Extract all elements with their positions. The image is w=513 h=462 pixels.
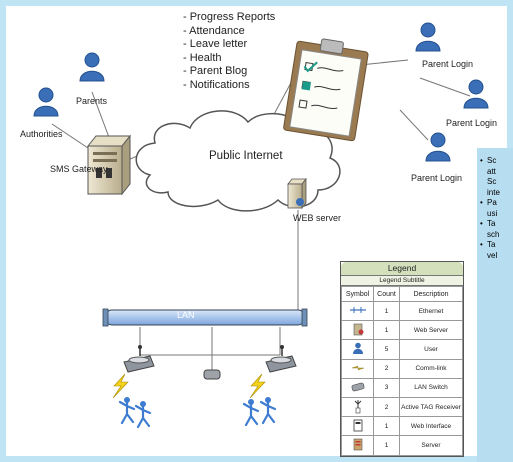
- legend-description: LAN Switch: [399, 377, 463, 398]
- user-icon: [352, 342, 363, 354]
- public-internet-label: Public Internet: [209, 150, 283, 162]
- legend-row: 1 Server: [341, 435, 463, 456]
- authorities-user-icon: [33, 87, 59, 117]
- legend-table: Symbol Count Description 1 Ethernet 1 We…: [341, 286, 463, 456]
- web-server-icon: [287, 177, 307, 210]
- web-server-label: WEB server: [293, 213, 342, 223]
- note-line: inte: [487, 187, 500, 197]
- parent-login-label: Parent Login: [411, 173, 463, 183]
- legend-row: 5 User: [341, 339, 463, 360]
- legend-count: 1: [373, 300, 400, 322]
- feature-item: - Attendance: [183, 24, 245, 37]
- parent-login-label: Parent Login: [422, 59, 474, 69]
- parents-user-icon: [79, 52, 105, 82]
- legend-description: Active TAG Receiver: [399, 396, 463, 418]
- notes-panel: Sc att Sc inte Pa usi Ta sch Ta vel: [477, 148, 513, 462]
- legend-count: 1: [373, 416, 400, 437]
- note-line: Ta: [477, 219, 513, 230]
- student-icon: [242, 397, 260, 427]
- lan-label: LAN: [177, 310, 195, 320]
- legend-count: 1: [373, 435, 400, 456]
- legend-row: 1 Ethernet: [341, 300, 463, 322]
- legend-description: Comm-link: [399, 358, 463, 379]
- sms-gateway-server-icon: [86, 134, 132, 196]
- sms-gateway-label: SMS Gateway: [50, 164, 108, 174]
- feature-item: - Health: [183, 51, 222, 64]
- parent-login-user-icon: [463, 79, 489, 109]
- feature-item: - Progress Reports: [183, 11, 276, 23]
- parents-label: Parents: [76, 96, 108, 106]
- note-line: vel: [487, 250, 498, 260]
- legend-count: 2: [373, 358, 400, 379]
- legend-description: User: [399, 339, 463, 360]
- legend-count: 2: [373, 396, 400, 418]
- legend-header-row: Symbol Count Description: [341, 286, 463, 302]
- legend-row: 1 Web Server: [341, 320, 463, 341]
- comm-link-icon: [351, 365, 364, 370]
- lan-switch-icon: [351, 383, 364, 392]
- note-line: Sc: [477, 156, 513, 167]
- legend-header: Count: [373, 286, 400, 302]
- feature-item: - Parent Blog: [183, 65, 248, 77]
- legend-description: Web Interface: [399, 416, 463, 437]
- legend-row: 3 LAN Switch: [341, 377, 463, 398]
- legend-header: Symbol: [341, 286, 374, 302]
- legend-row: 2 Comm-link: [341, 358, 463, 379]
- note-line: usi: [487, 208, 498, 218]
- note-line: sch: [487, 229, 500, 239]
- legend-count: 3: [373, 377, 400, 398]
- server-icon: [353, 438, 362, 451]
- legend-box: Legend Legend Subtitle Symbol Count Desc…: [340, 261, 464, 457]
- parent-login-user-icon: [425, 132, 451, 162]
- web-server-icon: [353, 323, 363, 336]
- student-icon: [118, 395, 136, 425]
- legend-row: 1 Web Interface: [341, 416, 463, 437]
- note-line: Sc: [487, 177, 497, 186]
- parent-login-user-icon: [415, 22, 441, 52]
- note-line: Pa: [477, 198, 513, 209]
- feature-item: - Notifications: [183, 78, 250, 91]
- student-icon: [259, 395, 277, 425]
- legend-description: Web Server: [399, 320, 463, 341]
- legend-count: 1: [373, 320, 400, 341]
- parent-login-label: Parent Login: [446, 118, 498, 128]
- tag-receiver-icon: [123, 345, 155, 373]
- ethernet-icon: [349, 307, 366, 314]
- tag-receiver-icon: [354, 399, 361, 413]
- legend-subtitle: Legend Subtitle: [341, 276, 463, 286]
- authorities-label: Authorities: [20, 129, 63, 139]
- comm-link-icon: [249, 373, 266, 399]
- legend-count: 5: [373, 339, 400, 360]
- legend-description: Server: [399, 435, 463, 456]
- lan-switch-icon: [203, 369, 221, 380]
- comm-link-icon: [112, 373, 129, 399]
- student-icon: [134, 399, 152, 429]
- legend-header: Description: [399, 286, 463, 302]
- legend-row: 2 Active TAG Receiver: [341, 396, 463, 418]
- note-line: att: [487, 166, 496, 176]
- feature-item: - Leave letter: [183, 38, 248, 50]
- web-interface-icon: [353, 419, 362, 432]
- clipboard-web-interface-icon: [283, 38, 369, 142]
- note-line: Ta: [477, 240, 513, 251]
- feature-list: - Progress Reports - Attendance - Leave …: [183, 11, 275, 92]
- legend-description: Ethernet: [399, 300, 463, 322]
- tag-receiver-icon: [265, 345, 297, 373]
- lan-bar: [104, 309, 306, 326]
- legend-title: Legend: [341, 262, 463, 276]
